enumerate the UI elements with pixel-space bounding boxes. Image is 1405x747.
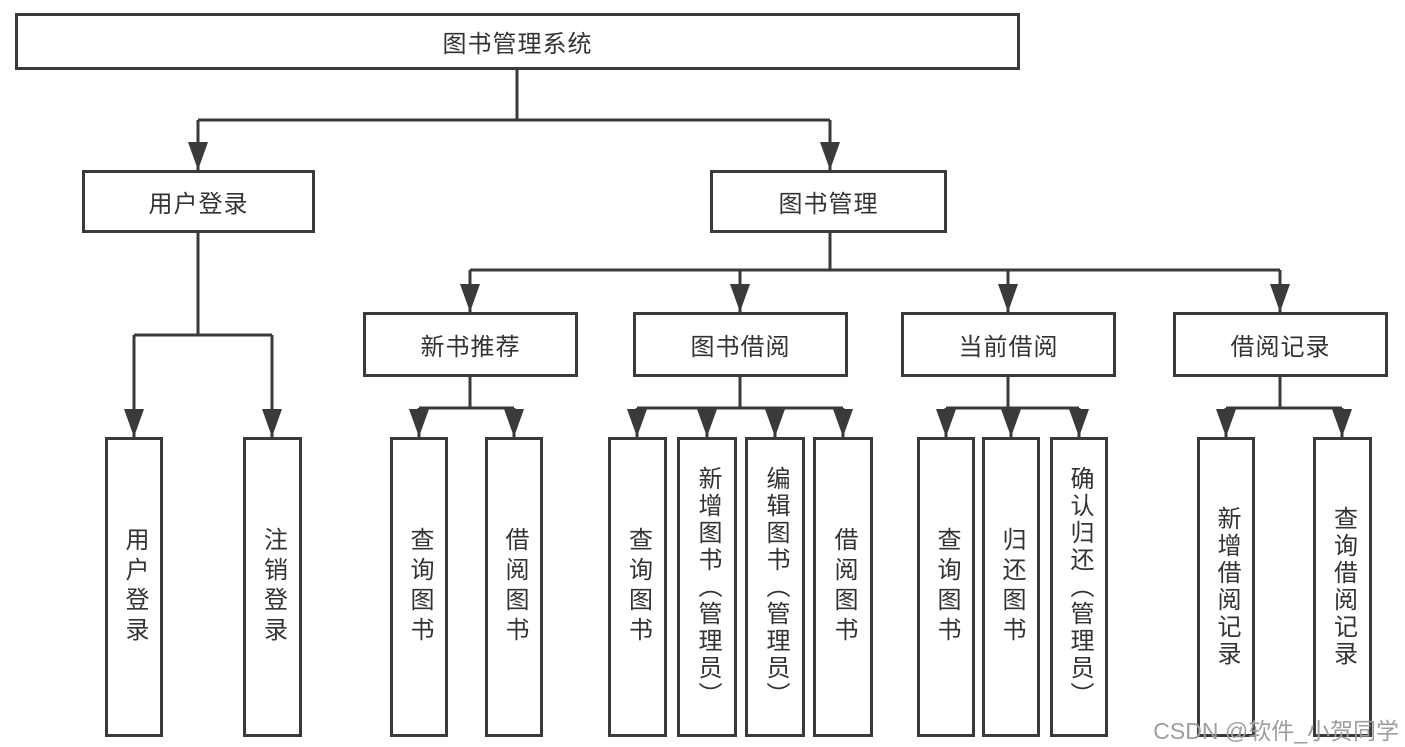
leaf-borrow-books-newbook: 借阅图书	[485, 437, 543, 737]
csdn-watermark: CSDN @软件_小贺同学	[1153, 718, 1399, 744]
leaf-query-books-current: 查询图书	[917, 437, 975, 737]
leaf-add-borrow-record: 新增借阅记录	[1197, 437, 1255, 737]
leaf-query-borrow-record: 查询借阅记录	[1313, 437, 1372, 737]
leaf-confirm-return-admin: 确认归还（管理员）	[1050, 437, 1108, 737]
leaf-borrow-books-borrowing: 借阅图书	[813, 437, 873, 737]
leaf-return-books: 归还图书	[982, 437, 1040, 737]
node-book-borrowing: 图书借阅	[633, 312, 848, 377]
leaf-query-books-borrowing: 查询图书	[608, 437, 667, 737]
node-current-borrowing: 当前借阅	[901, 312, 1116, 377]
node-new-book-recommend: 新书推荐	[363, 312, 578, 377]
leaf-add-books-admin: 新增图书（管理员）	[677, 437, 737, 737]
leaf-logout: 注销登录	[243, 437, 302, 737]
node-borrowing-records: 借阅记录	[1173, 312, 1388, 377]
node-user-login: 用户登录	[82, 170, 315, 233]
leaf-user-login: 用户登录	[105, 437, 163, 737]
leaf-query-books-newbook: 查询图书	[390, 437, 448, 737]
leaf-edit-books-admin: 编辑图书（管理员）	[745, 437, 805, 737]
node-book-management: 图书管理	[710, 170, 947, 233]
node-library-management-system: 图书管理系统	[15, 13, 1020, 70]
